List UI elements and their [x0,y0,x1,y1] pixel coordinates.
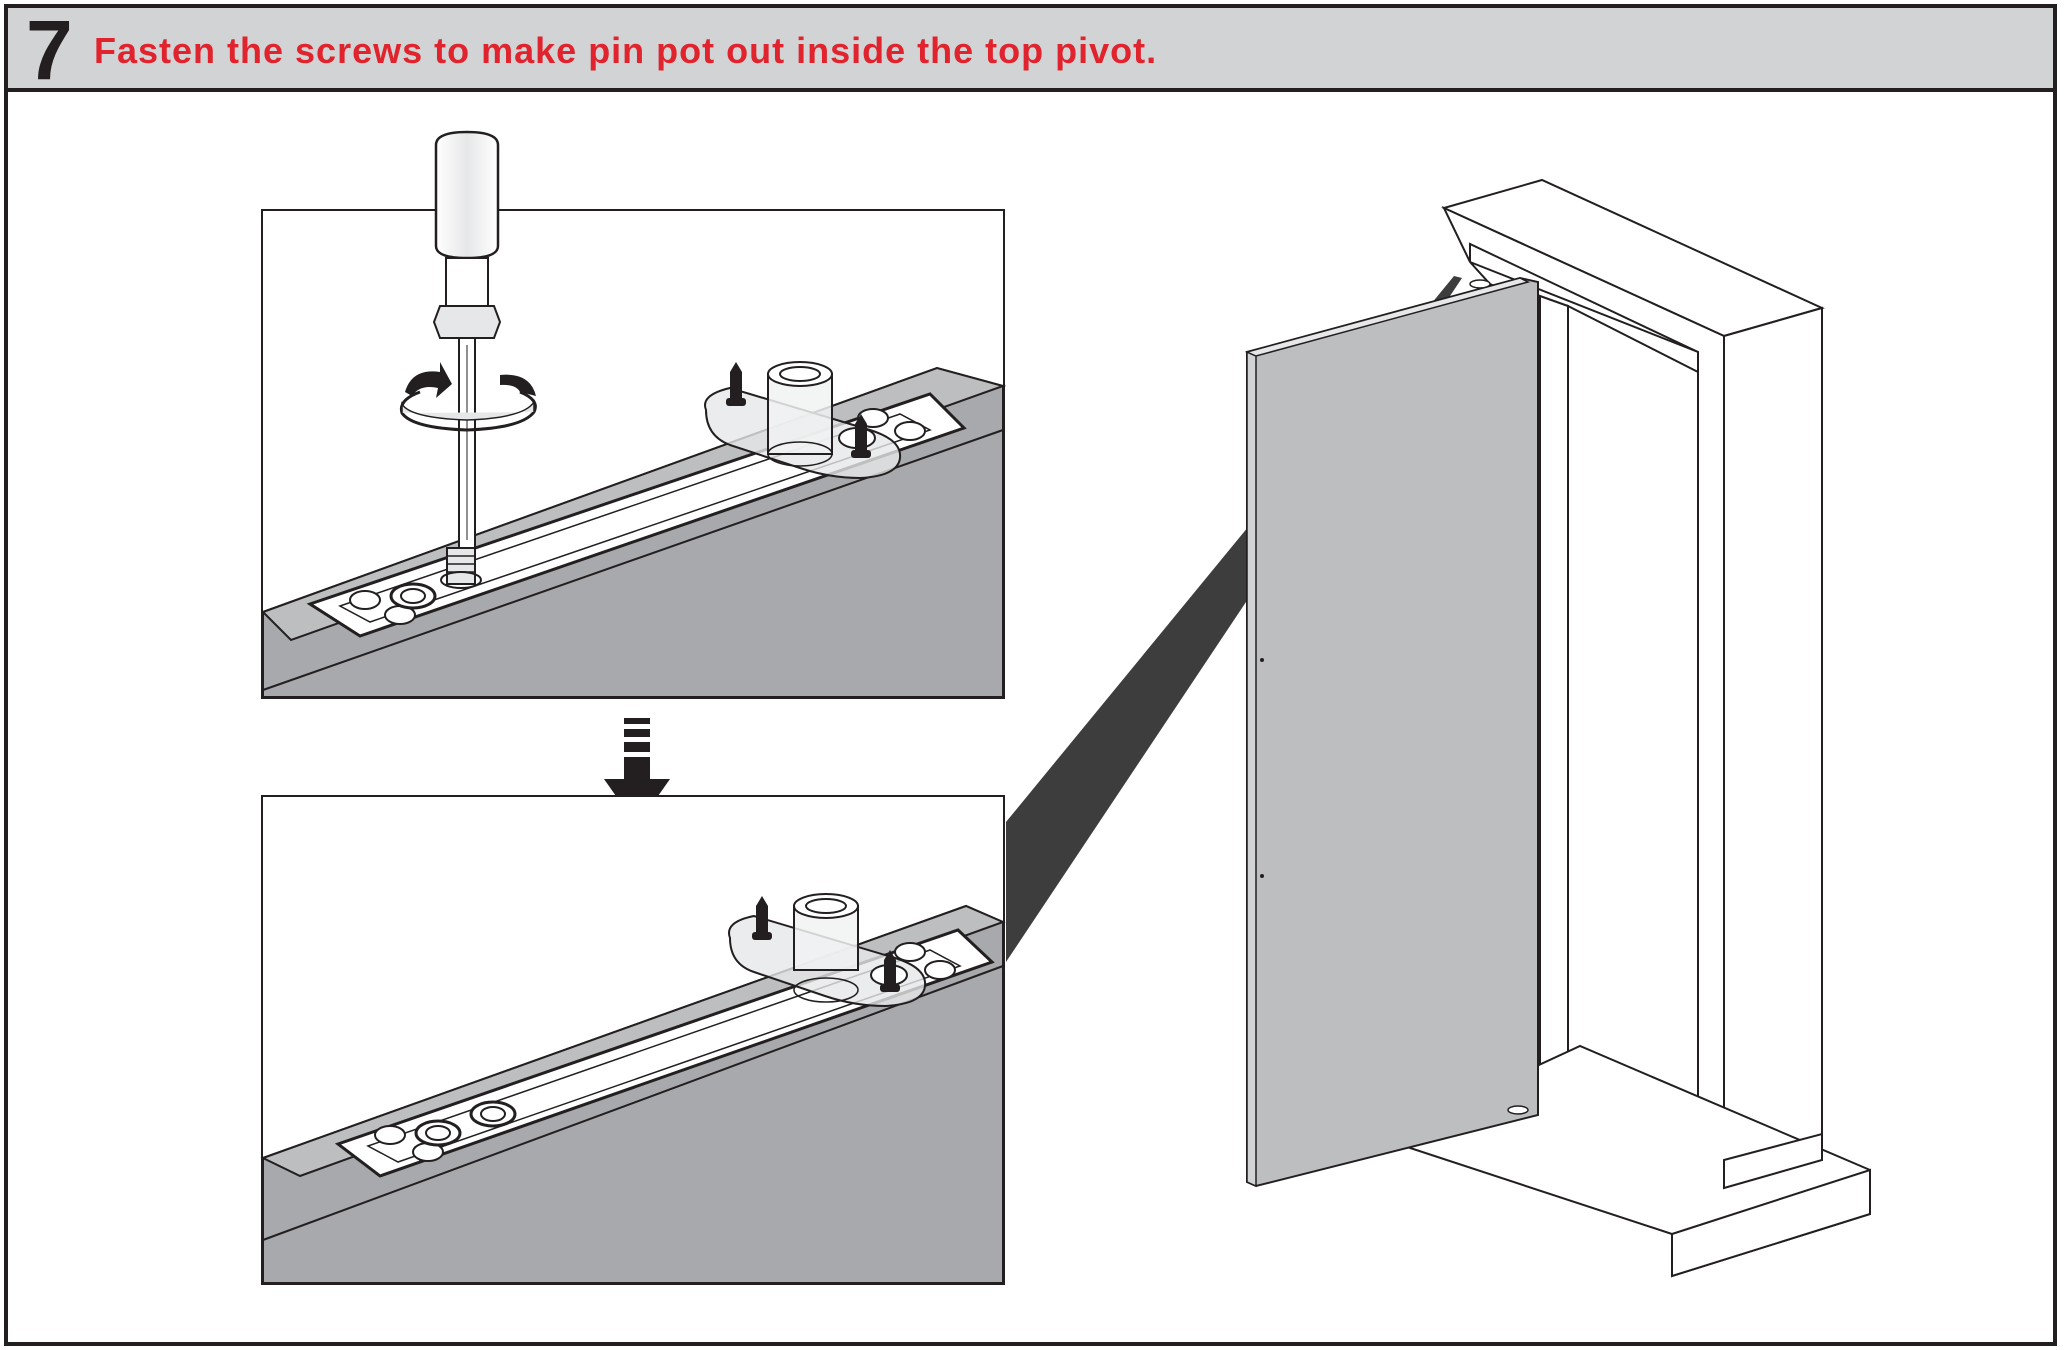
screwdriver-icon [432,130,502,549]
screw-icon [726,362,746,406]
panel-before [261,209,1007,699]
door-leaf [1244,276,1539,1188]
step-header: 7 Fasten the screws to make pin pot out … [8,3,2053,97]
rotate-arrow-icon [399,362,537,432]
screw-icon [851,414,871,458]
screw-icon [880,950,900,992]
screw-icon [752,896,772,940]
panel-after [260,795,1006,1285]
screw-threads [440,547,482,589]
step-number: 7 [26,3,73,97]
step-instruction: Fasten the screws to make pin pot out in… [94,30,1158,71]
